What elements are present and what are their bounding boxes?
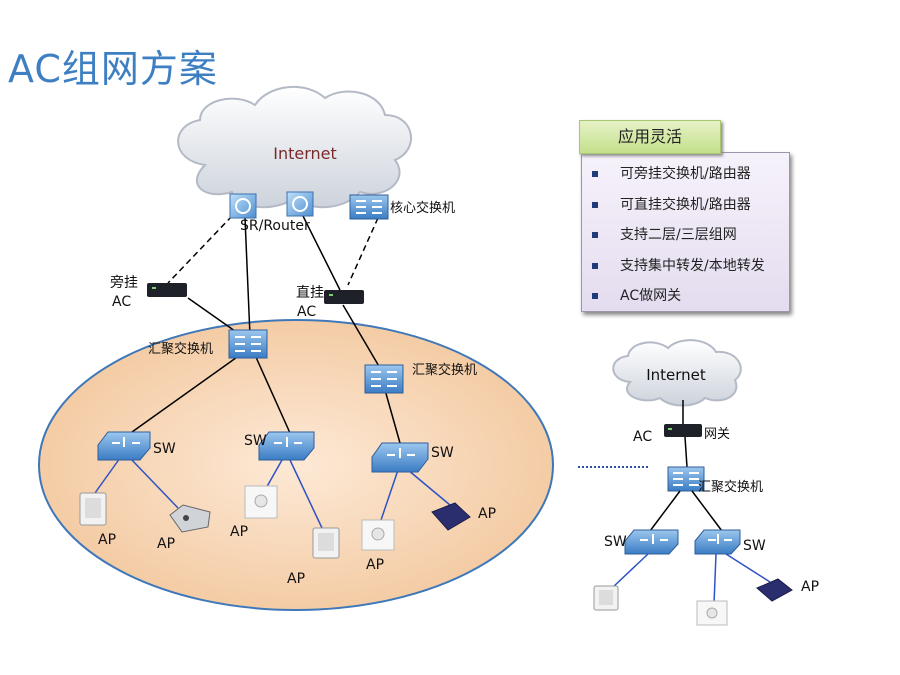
sw-label: SW xyxy=(153,441,176,457)
page-title: AC组网方案 xyxy=(8,47,218,91)
sr-router-label: SR/Router xyxy=(240,218,310,234)
inline-ac-label-2: AC xyxy=(297,304,316,320)
small-access-switch-icon xyxy=(624,529,679,555)
agg-switch-left-label: 汇聚交换机 xyxy=(148,341,213,357)
ap-ceiling-icon xyxy=(244,485,278,519)
feature-panel: 可旁挂交换机/路由器 可直挂交换机/路由器 支持二层/三层组网 支持集中转发/本… xyxy=(581,152,790,312)
bullet-icon xyxy=(592,232,598,238)
ap-label: AP xyxy=(230,524,248,540)
small-ap-outdoor-icon xyxy=(593,585,619,611)
sw-label: SW xyxy=(244,433,267,449)
ap-label: AP xyxy=(366,557,384,573)
feature-item: 可直挂交换机/路由器 xyxy=(592,192,789,223)
agg-switch-right-label: 汇聚交换机 xyxy=(412,362,477,378)
agg-switch-icon xyxy=(364,364,404,394)
ap-outdoor-icon xyxy=(79,492,107,526)
sw-label: SW xyxy=(431,445,454,461)
core-switch-label: 核心交换机 xyxy=(390,200,455,216)
feature-panel-header: 应用灵活 xyxy=(579,120,721,154)
internet-label: Internet xyxy=(273,144,337,163)
internet-cloud xyxy=(177,85,412,209)
small-gateway-label: 网关 xyxy=(704,427,730,442)
small-sw-label: SW xyxy=(604,534,627,550)
ap-ceiling-icon xyxy=(361,519,395,551)
core-switch-icon xyxy=(349,194,389,220)
router-icon xyxy=(229,193,257,219)
feature-item: 支持二层/三层组网 xyxy=(592,222,789,253)
feature-item: 支持集中转发/本地转发 xyxy=(592,253,789,284)
router-icon xyxy=(286,191,314,217)
small-internet-label: Internet xyxy=(646,366,706,384)
network-area-oval xyxy=(38,319,554,611)
ap-label: AP xyxy=(157,536,175,552)
bypass-ac-label-1: 旁挂 xyxy=(110,274,138,291)
bullet-icon xyxy=(592,171,598,177)
ap-label: AP xyxy=(98,532,116,548)
small-ap-ceiling-icon xyxy=(696,600,728,626)
access-switch-icon xyxy=(258,431,315,461)
small-internet-cloud xyxy=(612,339,742,407)
access-switch-icon xyxy=(97,431,151,461)
feature-item: 可旁挂交换机/路由器 xyxy=(592,161,789,192)
small-sw-label: SW xyxy=(743,538,766,554)
agg-switch-icon xyxy=(228,329,268,359)
bullet-icon xyxy=(592,293,598,299)
ap-indoor-icon xyxy=(431,502,471,531)
small-ap-indoor-icon xyxy=(756,578,793,602)
inline-ac-label-1: 直挂 xyxy=(296,284,324,301)
ap-outdoor-icon xyxy=(312,527,340,559)
bypass-ac-label-2: AC xyxy=(112,294,131,310)
feature-item: AC做网关 xyxy=(592,283,789,314)
bypass-ac-icon xyxy=(147,283,187,297)
ap-outdoor-rugged-icon xyxy=(169,504,211,533)
ap-label: AP xyxy=(287,571,305,587)
small-agg-switch-label: 汇聚交换机 xyxy=(698,479,763,495)
small-ac-label: AC xyxy=(633,429,652,445)
bullet-icon xyxy=(592,262,598,269)
small-ap-label: AP xyxy=(801,579,819,595)
bullet-icon xyxy=(592,201,598,208)
small-ac-gateway-icon xyxy=(664,424,702,437)
access-switch-icon xyxy=(371,442,429,473)
small-access-switch-icon xyxy=(694,529,741,555)
inline-ac-icon xyxy=(324,290,364,304)
small-agg-switch-icon xyxy=(667,466,705,492)
ap-label: AP xyxy=(478,506,496,522)
